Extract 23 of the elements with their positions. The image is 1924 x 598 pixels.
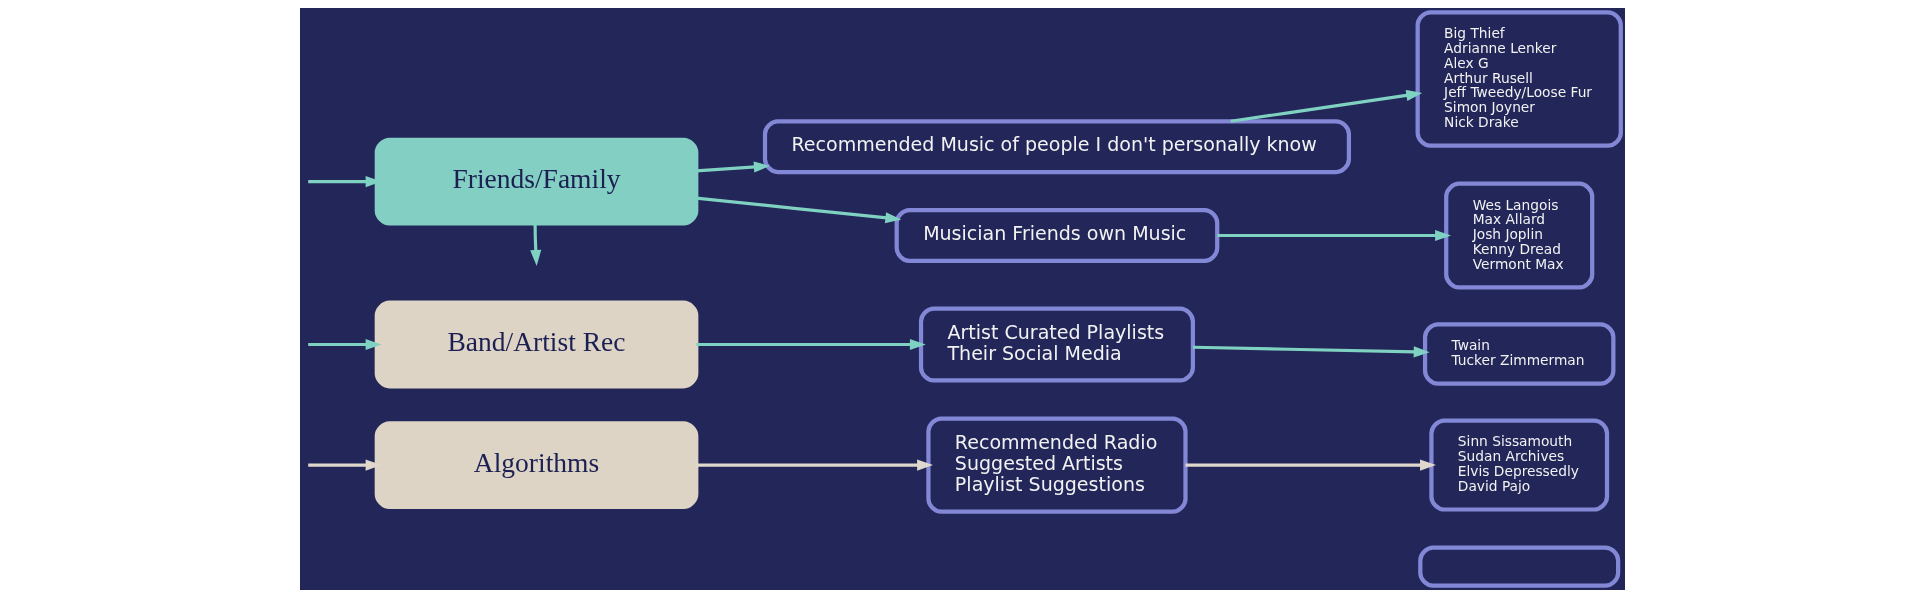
arrow	[1229, 89, 1422, 123]
node-box: Recommended Radio Suggested Artists Playlist Suggestions	[925, 416, 1188, 514]
arrow	[529, 223, 541, 266]
arrow	[307, 338, 381, 351]
node-box: Algorithms	[374, 421, 698, 509]
node-box: Wes Langois Max Allard Josh Joplin Kenny Dread Vermont Max	[1443, 181, 1594, 290]
arrow	[695, 338, 926, 351]
arrow	[307, 459, 381, 471]
node-box: Artist Curated Playlists Their Social Media	[918, 306, 1195, 383]
node-box: Big Thief Adrianne Lenker Alex G Arthur Rusell Jeff Tweedy/Loose Fur Simon Joyner Nick Drake	[1415, 10, 1623, 148]
node-box: Twain Tucker Zimmerman	[1422, 322, 1615, 386]
node-box: Friends/Family	[374, 137, 698, 226]
arrow	[1185, 459, 1436, 471]
arrow	[695, 161, 770, 173]
arrow	[695, 196, 901, 224]
arrow	[1192, 345, 1430, 358]
arrow	[1216, 229, 1451, 242]
node-box: Band/Artist Rec	[374, 300, 698, 389]
node-box: Sinn Sissamouth Sudan Archives Elvis Depressedly David Pajo	[1428, 418, 1609, 512]
node-box: Recommended Music of people I don't personally know	[762, 119, 1351, 175]
node-box	[1417, 545, 1620, 588]
node-box: Musician Friends own Music	[894, 208, 1219, 264]
arrow	[695, 459, 933, 471]
